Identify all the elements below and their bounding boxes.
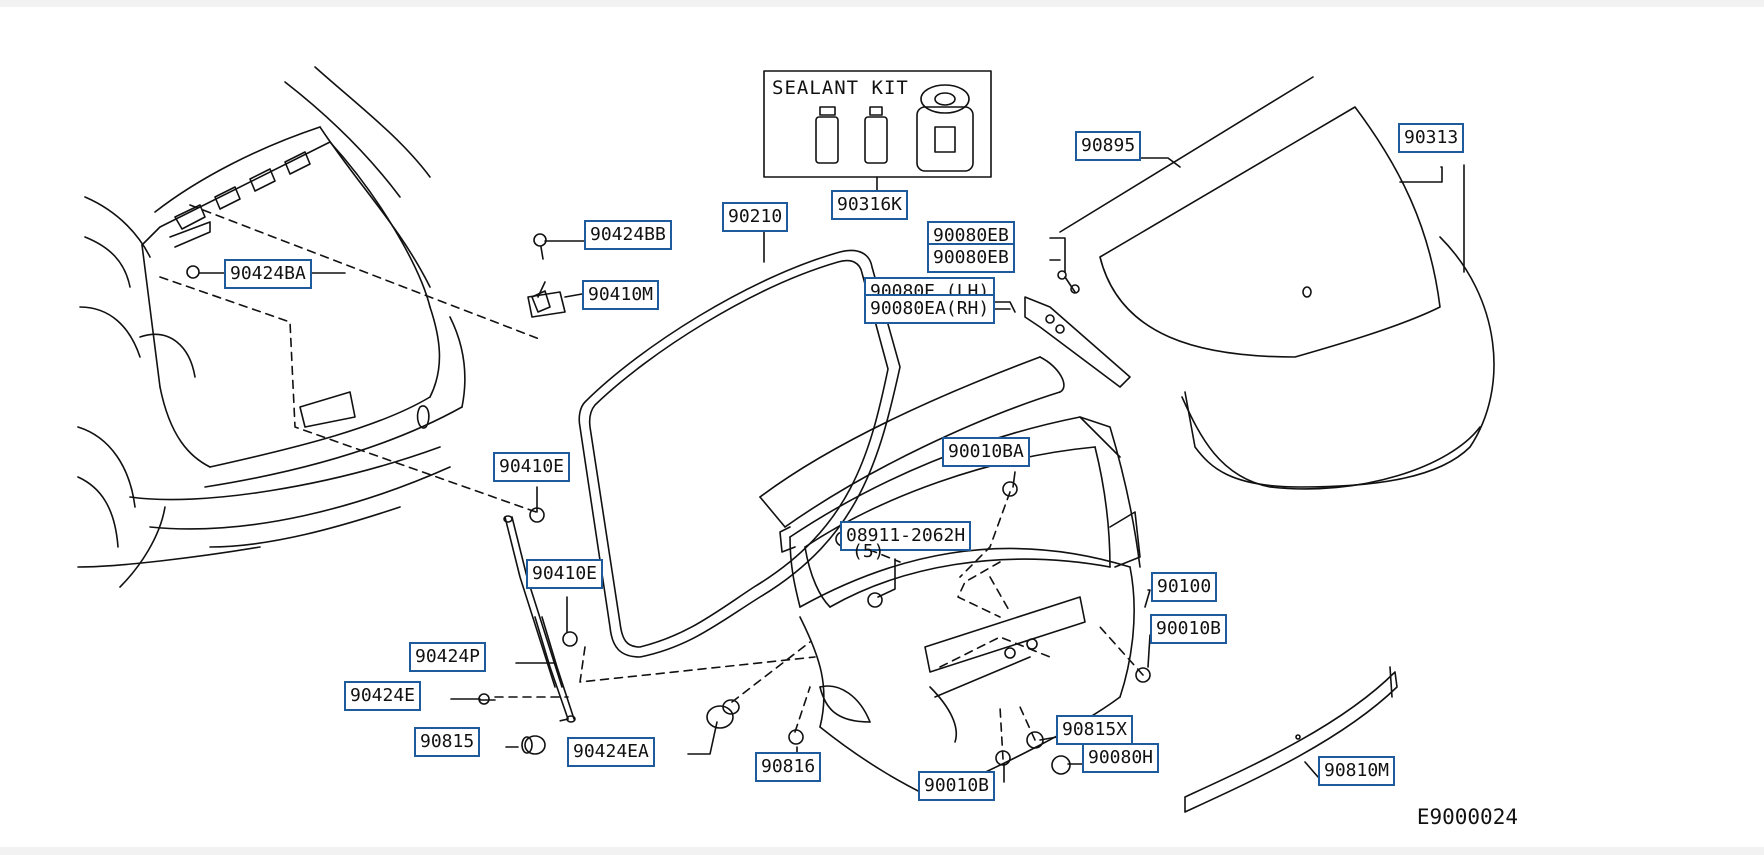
callout-90424BB[interactable]: 90424BB (584, 220, 672, 250)
callout-90080H[interactable]: 90080H (1082, 743, 1160, 773)
callout-90080EA-rh[interactable]: 90080EA(RH) (864, 294, 996, 324)
vehicle-rear-illustration (77, 66, 466, 588)
small-hardware (186, 233, 1151, 775)
callout-90316K[interactable]: 90316K (831, 190, 909, 220)
callout-90815X[interactable]: 90815X (1056, 715, 1134, 745)
callout-90410E-upper[interactable]: 90410E (493, 452, 571, 482)
sealant-kit-label: SEALANT KIT (772, 77, 909, 99)
gas-strut (503, 515, 576, 723)
callout-leader-lines (198, 157, 1465, 783)
callout-90010B-bottom[interactable]: 90010B (918, 771, 996, 801)
weatherstrip-seal (578, 249, 901, 658)
callout-90010BA[interactable]: 90010BA (942, 437, 1030, 467)
callout-90100[interactable]: 90100 (1151, 572, 1218, 602)
rear-glass (1059, 76, 1495, 490)
finisher-90810M (1184, 666, 1398, 813)
quantity-note: (5) (852, 541, 885, 562)
callout-90815[interactable]: 90815 (414, 727, 481, 757)
callout-90313[interactable]: 90313 (1398, 123, 1465, 153)
diagram-reference-code: E9000024 (1416, 805, 1518, 829)
callout-90424EA[interactable]: 90424EA (567, 737, 655, 767)
callout-90424BA[interactable]: 90424BA (224, 259, 312, 289)
sealant-kit-box (763, 70, 992, 194)
exploded-parts-diagram (77, 66, 1495, 813)
callout-90895[interactable]: 90895 (1075, 131, 1142, 161)
callout-90410E-lower[interactable]: 90410E (526, 559, 604, 589)
callout-90410M[interactable]: 90410M (582, 280, 660, 310)
hinge-assembly (1024, 270, 1131, 388)
parts-diagram-page: SEALANT KIT 90424BB 90424BA 90410M 90210… (0, 7, 1764, 847)
callout-90424E[interactable]: 90424E (344, 681, 422, 711)
callout-90010B-right[interactable]: 90010B (1150, 614, 1228, 644)
callout-90810M[interactable]: 90810M (1318, 756, 1396, 786)
callout-90080EB-lower[interactable]: 90080EB (927, 243, 1015, 273)
dashed-connector-lines (159, 204, 1144, 760)
callout-90424P[interactable]: 90424P (409, 642, 487, 672)
weatherstrip-seal-inner (588, 259, 889, 648)
callout-08911-2062H[interactable]: 08911-2062H (840, 521, 972, 551)
callout-90210[interactable]: 90210 (722, 202, 789, 232)
callout-90816[interactable]: 90816 (755, 752, 822, 782)
